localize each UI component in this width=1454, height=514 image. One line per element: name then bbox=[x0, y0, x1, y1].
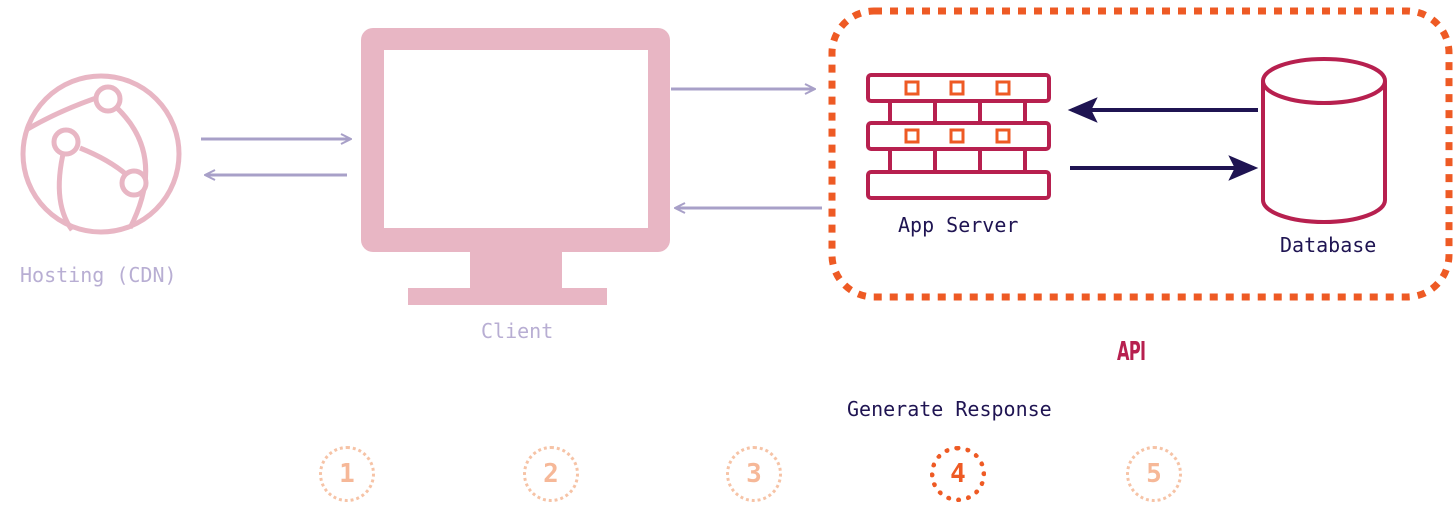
database-cylinder-icon bbox=[1261, 57, 1387, 224]
navy-arrows bbox=[1067, 97, 1259, 181]
step-3[interactable]: 3 bbox=[726, 446, 782, 502]
hosting-label: Hosting (CDN) bbox=[20, 263, 177, 287]
firewall-server-icon bbox=[866, 73, 1051, 200]
step-2[interactable]: 2 bbox=[523, 446, 579, 502]
step-1[interactable]: 1 bbox=[319, 446, 375, 502]
step-5[interactable]: 5 bbox=[1126, 446, 1182, 502]
app-server-label: App Server bbox=[898, 213, 1019, 237]
faded-arrows bbox=[201, 89, 822, 208]
monitor-icon bbox=[361, 28, 670, 305]
step-caption: Generate Response bbox=[847, 397, 1052, 421]
database-label: Database bbox=[1280, 233, 1377, 257]
step-4[interactable]: 4 bbox=[930, 446, 986, 502]
api-group-label: API bbox=[1117, 337, 1146, 367]
globe-network-icon bbox=[20, 73, 182, 235]
client-label: Client bbox=[481, 319, 554, 343]
